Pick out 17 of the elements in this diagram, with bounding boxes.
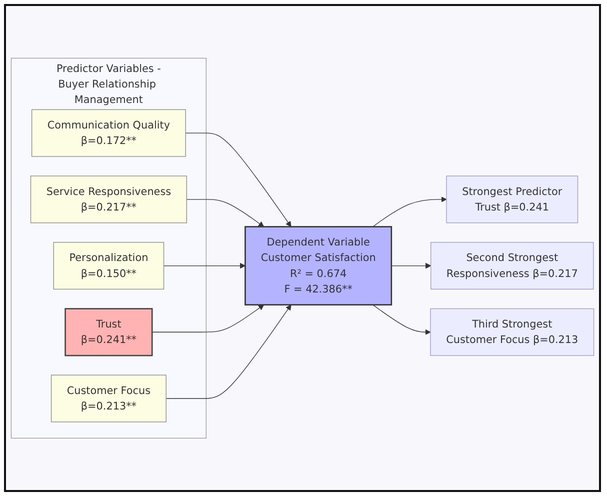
arrow (185, 132, 292, 227)
node-box: Strongest Predictor Trust β=0.241 (446, 175, 578, 223)
arrow (391, 262, 432, 268)
node-box: Service Responsiveness β=0.217** (30, 175, 187, 223)
node-box: Second Strongest Responsiveness β=0.217 (430, 242, 594, 290)
node-box: Trust β=0.241** (64, 308, 153, 356)
arrow (372, 304, 431, 335)
node-box: Communication Quality β=0.172** (31, 109, 186, 157)
node-box: Personalization β=0.150** (53, 242, 164, 290)
node-box: Customer Focus β=0.213** (50, 374, 166, 422)
node-box: Dependent Variable Customer Satisfaction R² = 0.674 F = 42.386** (244, 226, 392, 306)
node-box: Third Strongest Customer Focus β=0.213 (430, 308, 594, 356)
arrow (186, 198, 264, 227)
arrow (152, 304, 264, 332)
arrow (163, 262, 246, 268)
arrow (372, 196, 447, 227)
arrow (166, 304, 292, 399)
